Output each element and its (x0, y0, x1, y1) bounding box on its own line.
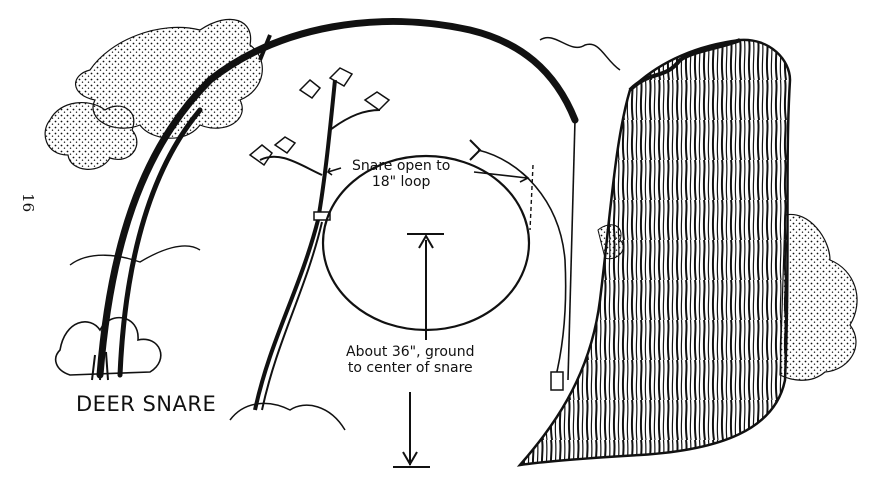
young-tree (229, 67, 391, 431)
loop-size-annotation: Snare open to 18" loop (352, 158, 450, 190)
height-annotation-line1: About 36", ground (346, 344, 475, 360)
tree-trunk (516, 37, 792, 467)
height-annotation-line2: to center of snare (347, 360, 473, 377)
foliage-left (44, 18, 263, 170)
loop-annotation-line1: Snare open to (352, 158, 451, 174)
bush-left (54, 245, 201, 381)
diagram-title: DEER SNARE (76, 392, 217, 416)
loop-annotation-line2: 18" loop (371, 174, 431, 191)
foliage-right (597, 213, 858, 381)
dimension-lines (326, 167, 530, 468)
height-annotation: About 36", ground to center of snare (346, 344, 475, 376)
page-number: 16 (19, 193, 38, 213)
bent-sapling (96, 18, 579, 379)
